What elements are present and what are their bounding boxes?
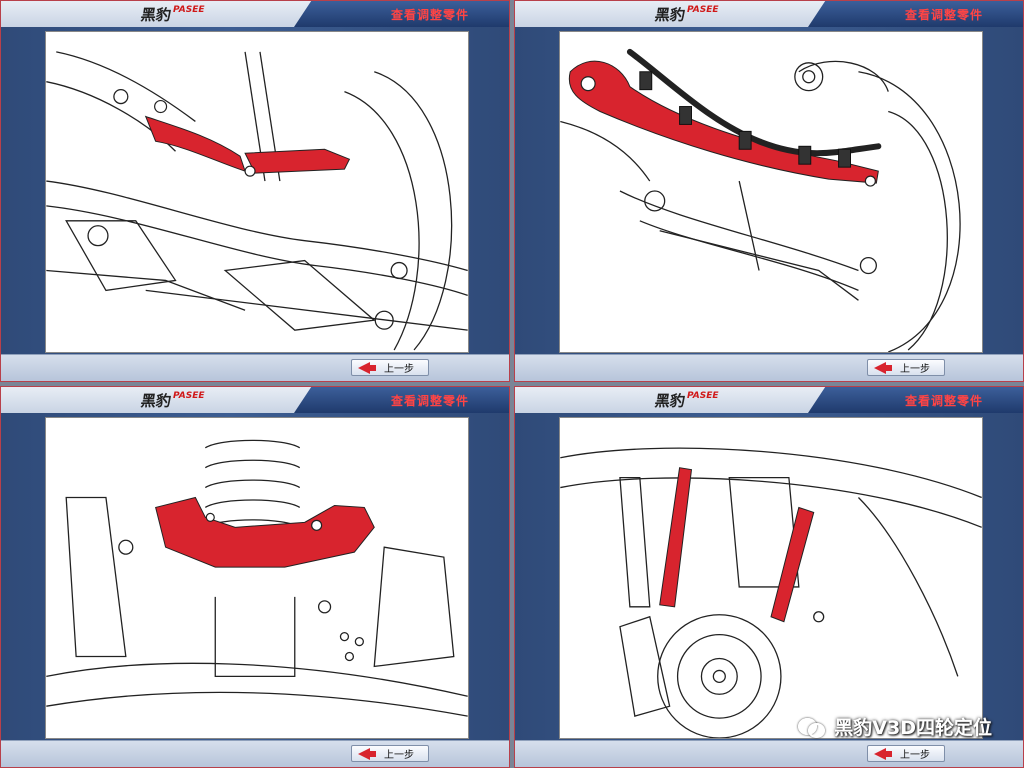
- highlighted-part: [155, 496, 375, 568]
- pane-header: 黑豹 PASEE 查看调整零件: [1, 1, 509, 27]
- pane-title: 查看调整零件: [390, 8, 469, 22]
- pane-footer: 上一步: [1, 740, 509, 767]
- pane-footer: 上一步: [515, 740, 1023, 767]
- pane-header: 黑豹 PASEE 查看调整零件: [515, 387, 1023, 413]
- brand-logo: 黑豹 PASEE: [653, 389, 719, 411]
- brand-name: PASEE: [687, 5, 719, 15]
- wechat-icon: [798, 716, 826, 738]
- prev-step-button[interactable]: 上一步: [351, 745, 429, 762]
- arrow-left-icon: [874, 361, 886, 374]
- pane-footer: 上一步: [1, 354, 509, 381]
- pane-title: 查看调整零件: [904, 394, 983, 408]
- suspension-drawing: [560, 447, 982, 738]
- highlighted-part: [568, 60, 879, 184]
- prev-step-label: 上一步: [384, 750, 414, 761]
- suspension-drawing: [46, 51, 468, 351]
- watermark: 黑豹V3D四轮定位: [798, 713, 992, 740]
- header-tab: [808, 387, 1023, 413]
- pane-top-right: 黑豹 PASEE 查看调整零件: [514, 0, 1024, 382]
- pane-title: 查看调整零件: [904, 8, 983, 22]
- prev-step-button[interactable]: 上一步: [867, 359, 945, 376]
- highlighted-part: [144, 115, 351, 174]
- part-diagram: [45, 417, 469, 739]
- part-diagram: [45, 31, 469, 353]
- header-tab: [294, 1, 509, 27]
- pane-header: 黑豹 PASEE 查看调整零件: [515, 1, 1023, 27]
- prev-step-label: 上一步: [900, 364, 930, 375]
- arrow-left-icon: [358, 361, 370, 374]
- pane-footer: 上一步: [515, 354, 1023, 381]
- prev-step-button[interactable]: 上一步: [867, 745, 945, 762]
- arrow-left-icon: [358, 747, 370, 760]
- brand-name: PASEE: [687, 391, 719, 401]
- brand-name: PASEE: [173, 391, 205, 401]
- suspension-drawing: [560, 48, 961, 352]
- brand-logo: 黑豹 PASEE: [139, 389, 205, 411]
- pane-header: 黑豹 PASEE 查看调整零件: [1, 387, 509, 413]
- brand-logo: 黑豹 PASEE: [139, 3, 205, 25]
- arrow-left-icon: [874, 747, 886, 760]
- part-diagram: [559, 31, 983, 353]
- brand-glyph: 黑豹: [139, 5, 173, 24]
- prev-step-button[interactable]: 上一步: [351, 359, 429, 376]
- highlighted-part: [659, 467, 815, 623]
- brand-glyph: 黑豹: [653, 391, 687, 410]
- part-diagram: [559, 417, 983, 739]
- pane-title: 查看调整零件: [390, 394, 469, 408]
- pane-bottom-left: 黑豹 PASEE 查看调整零件: [0, 386, 510, 768]
- header-tab: [808, 1, 1023, 27]
- pane-bottom-right: 黑豹 PASEE 查看调整零件: [514, 386, 1024, 768]
- brand-name: PASEE: [173, 5, 205, 15]
- pane-top-left: 黑豹 PASEE 查看调整零件: [0, 0, 510, 382]
- brand-logo: 黑豹 PASEE: [653, 3, 719, 25]
- suspension-drawing: [46, 439, 468, 717]
- brand-glyph: 黑豹: [653, 5, 687, 24]
- brand-glyph: 黑豹: [139, 391, 173, 410]
- prev-step-label: 上一步: [384, 364, 414, 375]
- prev-step-label: 上一步: [900, 750, 930, 761]
- header-tab: [294, 387, 509, 413]
- watermark-text: 黑豹V3D四轮定位: [834, 717, 992, 739]
